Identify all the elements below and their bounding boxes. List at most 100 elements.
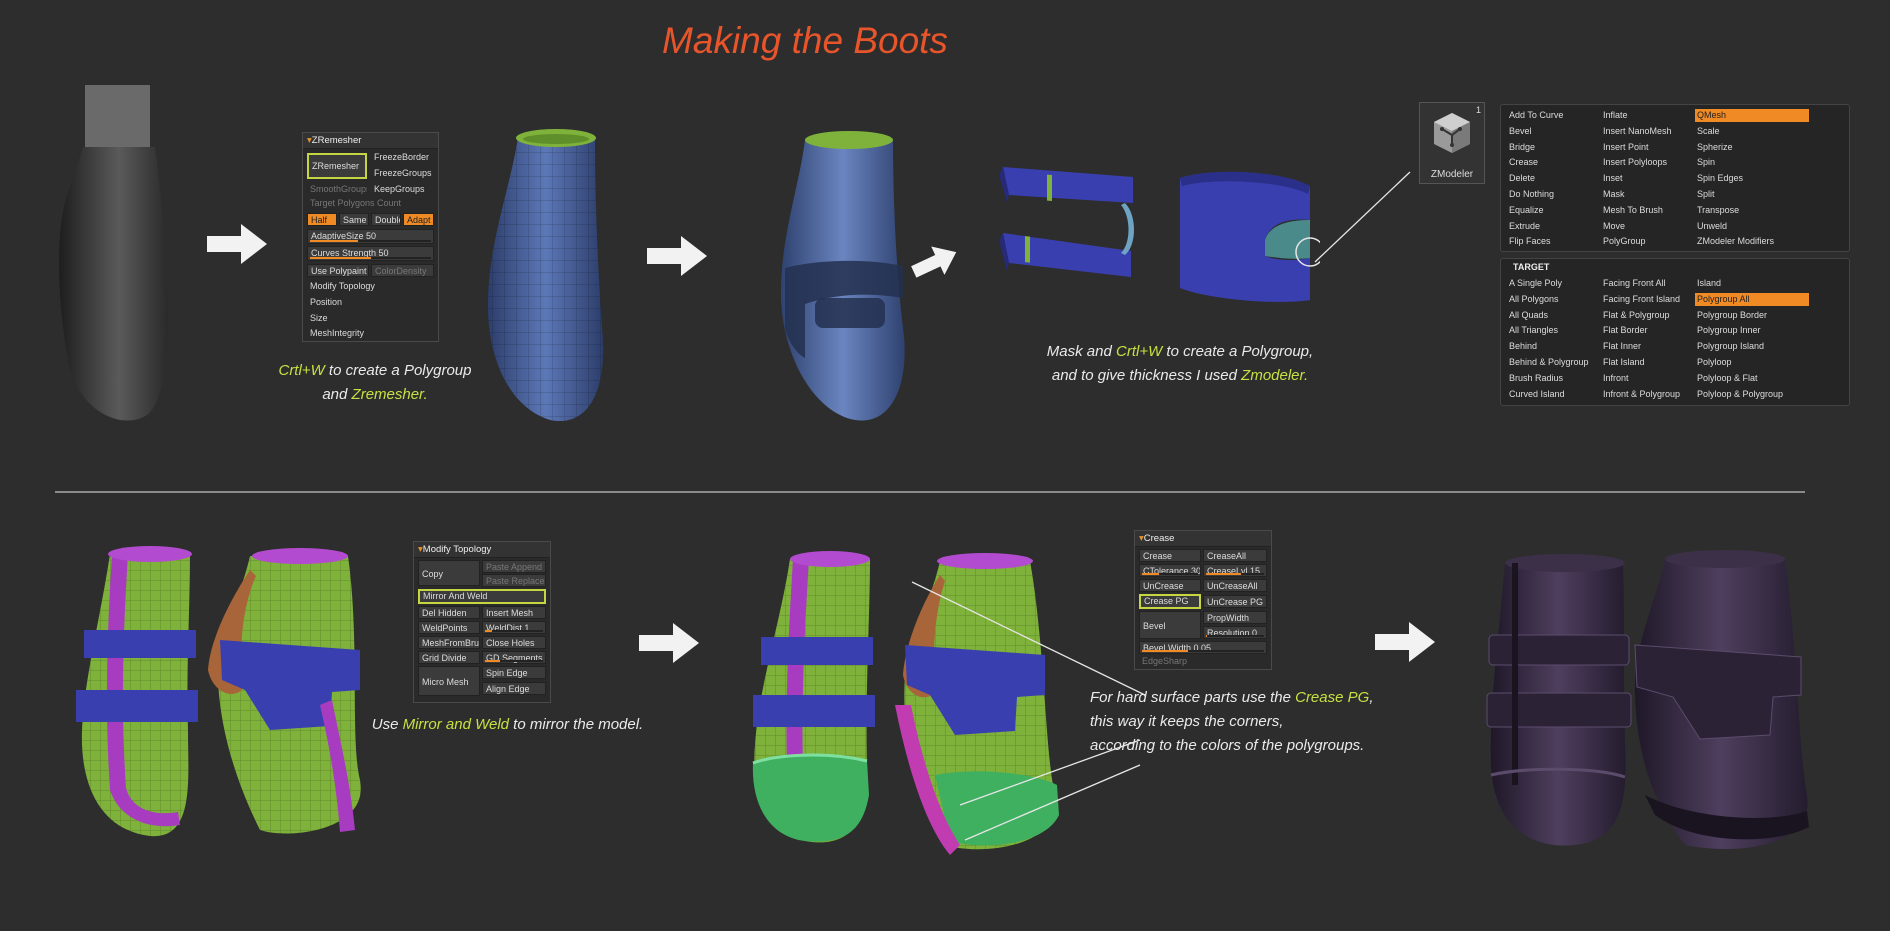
action-scale[interactable]: Scale [1697,125,1720,136]
target-flat-border[interactable]: Flat Border [1603,325,1648,336]
action-spin-edges[interactable]: Spin Edges [1697,173,1744,184]
action-inflate[interactable]: Inflate [1603,110,1628,120]
action-bridge[interactable]: Bridge [1509,141,1536,152]
ctolerance-label: CTolerance 30 [1143,566,1201,576]
target-all-triangles[interactable]: All Triangles [1509,325,1559,336]
zmodeler-brush-tile[interactable]: 1 ZModeler [1419,102,1485,184]
close-holes-button[interactable]: Close Holes [482,636,546,649]
target-flat-inner[interactable]: Flat Inner [1603,341,1642,352]
action-move[interactable]: Move [1603,220,1626,231]
crease-all-button[interactable]: CreaseAll [1203,549,1267,562]
spin-edge-button[interactable]: Spin Edge [482,666,546,679]
target-curved-island[interactable]: Curved Island [1509,388,1565,399]
target-facing-front-all[interactable]: Facing Front All [1603,278,1666,288]
action-spin[interactable]: Spin [1697,157,1716,168]
target-polygroup-inner[interactable]: Polygroup Inner [1697,325,1761,336]
mesh-from-brush-button[interactable]: MeshFromBrush [418,636,480,649]
target-polyloop-polygroup[interactable]: Polyloop & Polygroup [1697,388,1784,399]
target-polygroup-border[interactable]: Polygroup Border [1697,309,1768,320]
resolution-slider[interactable]: Resolution 0 [1203,626,1267,639]
target-all-polygons[interactable]: All Polygons [1509,293,1559,304]
target-brush-radius[interactable]: Brush Radius [1509,372,1564,383]
target-behind[interactable]: Behind [1509,341,1538,352]
paste-append-button[interactable]: Paste Append [482,560,546,573]
action-polygroup[interactable]: PolyGroup [1603,236,1646,247]
action-add-to-curve[interactable]: Add To Curve [1509,110,1564,120]
half-button[interactable]: Half [307,213,337,226]
action-extrude[interactable]: Extrude [1509,220,1541,231]
target-island[interactable]: Island [1697,278,1722,288]
gd-segments-slider[interactable]: GD Segments [482,651,546,664]
mirror-and-weld-button[interactable]: Mirror And Weld [418,589,546,604]
insert-mesh-button[interactable]: Insert Mesh [482,606,546,619]
action-qmesh[interactable]: QMesh [1695,109,1809,122]
action-delete[interactable]: Delete [1509,173,1536,184]
smooth-groups-button[interactable]: SmoothGroups [310,184,367,194]
action-spherize[interactable]: Spherize [1697,141,1733,152]
action-split[interactable]: Split [1697,189,1715,199]
bevel-width-label: Bevel Width 0.05 [1143,643,1212,653]
target-polyloop[interactable]: Polyloop [1697,357,1732,367]
align-edge-button[interactable]: Align Edge [482,682,546,695]
adaptive-size-slider[interactable]: AdaptiveSize 50 [307,229,434,244]
ctolerance-slider[interactable]: CTolerance 30 [1139,564,1201,577]
uncrease-all-button[interactable]: UnCreaseAll [1203,579,1267,592]
target-a-single-poly[interactable]: A Single Poly [1509,278,1563,288]
mesh-integrity-item[interactable]: MeshIntegrity [310,328,365,338]
target-flat-island[interactable]: Flat Island [1603,357,1645,367]
target-polygons-count-slider[interactable]: Target Polygons Count [310,198,402,208]
target-polygroup-all[interactable]: Polygroup All [1695,292,1809,306]
crease-button[interactable]: Crease [1139,549,1201,562]
same-button[interactable]: Same [339,213,369,226]
action-insert-polyloops[interactable]: Insert Polyloops [1603,157,1668,168]
zremesher-button[interactable]: ZRemesher [307,153,367,179]
target-behind-polygroup[interactable]: Behind & Polygroup [1509,357,1589,367]
keep-groups-button[interactable]: KeepGroups [374,184,425,194]
weld-points-button[interactable]: WeldPoints [418,621,480,634]
target-polyloop-flat[interactable]: Polyloop & Flat [1697,372,1758,383]
crease-pg-button[interactable]: Crease PG [1139,594,1201,609]
target-polygroup-island[interactable]: Polygroup Island [1697,341,1765,352]
paste-replace-button[interactable]: Paste Replace [482,574,546,587]
action-mask[interactable]: Mask [1603,189,1625,199]
action-unweld[interactable]: Unweld [1697,220,1728,231]
action-equalize[interactable]: Equalize [1509,204,1544,215]
action-transpose[interactable]: Transpose [1697,204,1740,215]
size-item[interactable]: Size [310,313,328,323]
copy-button[interactable]: Copy [418,560,480,586]
prop-width-button[interactable]: PropWidth [1203,611,1267,624]
action-zmodeler-modifiers[interactable]: ZModeler Modifiers [1697,236,1775,247]
action-mesh-to-brush[interactable]: Mesh To Brush [1603,204,1663,215]
weld-dist-slider[interactable]: WeldDist 1 [482,621,546,634]
modify-topology-item[interactable]: Modify Topology [310,281,375,291]
target-all-quads[interactable]: All Quads [1509,309,1549,320]
target-facing-front-island[interactable]: Facing Front Island [1603,293,1681,304]
action-do-nothing[interactable]: Do Nothing [1509,189,1555,199]
freeze-groups-button[interactable]: FreezeGroups [374,168,432,178]
action-crease[interactable]: Crease [1509,157,1539,168]
edge-sharp-slider[interactable]: EdgeSharp [1142,656,1188,666]
bevel-width-slider[interactable]: Bevel Width 0.05 [1139,641,1267,654]
adapt-button[interactable]: Adapt [403,213,434,226]
action-insert-nanomesh[interactable]: Insert NanoMesh [1603,125,1672,136]
target-flat-polygroup[interactable]: Flat & Polygroup [1603,309,1670,320]
del-hidden-button[interactable]: Del Hidden [418,606,480,619]
crease-level-slider[interactable]: CreaseLvl 15 [1203,564,1267,577]
use-polypaint-button[interactable]: Use Polypaint [307,264,369,277]
position-item[interactable]: Position [310,297,343,307]
target-infront[interactable]: Infront [1603,372,1629,383]
bevel-button[interactable]: Bevel [1139,611,1201,639]
target-infront-polygroup[interactable]: Infront & Polygroup [1603,388,1681,399]
curves-strength-slider[interactable]: Curves Strength 50 [307,246,434,261]
grid-divide-button[interactable]: Grid Divide [418,651,480,664]
uncrease-button[interactable]: UnCrease [1139,579,1201,592]
color-density-slider[interactable]: ColorDensity [371,264,434,277]
uncrease-pg-button[interactable]: UnCrease PG [1203,595,1267,608]
action-bevel[interactable]: Bevel [1509,125,1532,136]
double-button[interactable]: Double [371,213,401,226]
action-flip-faces[interactable]: Flip Faces [1509,236,1551,247]
action-insert-point[interactable]: Insert Point [1603,141,1649,152]
micro-mesh-button[interactable]: Micro Mesh [418,666,480,696]
freeze-border-button[interactable]: FreezeBorder [374,152,430,162]
action-inset[interactable]: Inset [1603,173,1623,184]
